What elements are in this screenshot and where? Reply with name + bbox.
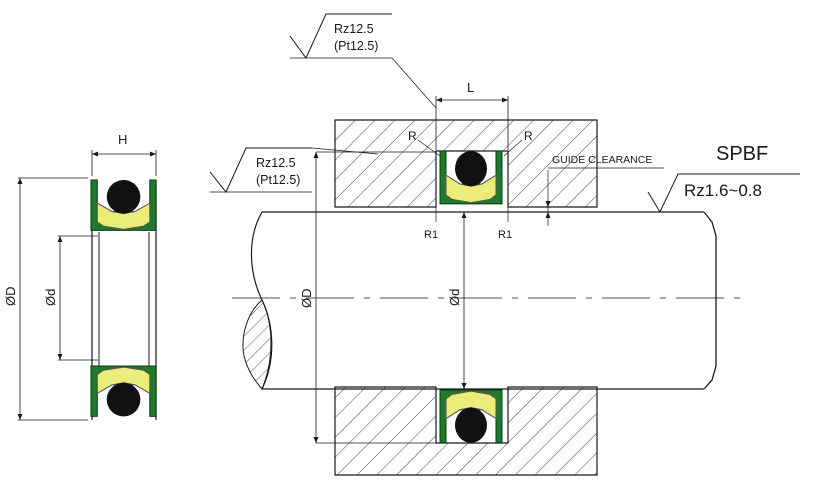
- radius-edge-label-left: R1: [424, 229, 438, 241]
- groove-top-rz: Rz12.5: [334, 22, 374, 36]
- groove-side-pt: (Pt12.5): [256, 173, 300, 187]
- guide-clearance-callout: GUIDE CLEARANCE: [545, 154, 664, 226]
- seal-section-top: [90, 179, 157, 231]
- radius-label-left: R: [408, 129, 417, 143]
- groove-top-pt: (Pt12.5): [334, 39, 378, 53]
- product-code: SPBF: [716, 143, 768, 165]
- groove-length-label: L: [467, 80, 474, 95]
- seal-section-bottom: [90, 365, 157, 417]
- inner-diameter-label: Ød: [447, 289, 462, 306]
- seal-ring-view: H ØD Ød: [3, 132, 157, 421]
- groove-side-rz: Rz12.5: [256, 156, 296, 170]
- radius-edge-label-right: R1: [498, 229, 512, 241]
- surface-finish-groove-side: Rz12.5 (Pt12.5): [209, 147, 379, 193]
- outer-diameter-label-left: ØD: [3, 287, 18, 307]
- groove-seal-top: [439, 150, 503, 205]
- h-dimension-label: H: [118, 132, 127, 147]
- radius-label-right: R: [524, 129, 533, 143]
- rod: [232, 211, 742, 390]
- groove-seal-bottom: [439, 389, 503, 444]
- rod-finish-label: Rz1.6~0.8: [684, 181, 762, 200]
- inner-diameter-label-left: Ød: [43, 289, 58, 306]
- surface-finish-rod: Rz1.6~0.8: [647, 173, 800, 214]
- installation-section: ØD Ød L R R R1 R1 GUIDE CLEARANCE: [209, 13, 800, 476]
- surface-finish-groove-top: Rz12.5 (Pt12.5): [289, 13, 437, 109]
- outer-diameter-label: ØD: [299, 289, 314, 309]
- guide-clearance-label: GUIDE CLEARANCE: [552, 154, 652, 166]
